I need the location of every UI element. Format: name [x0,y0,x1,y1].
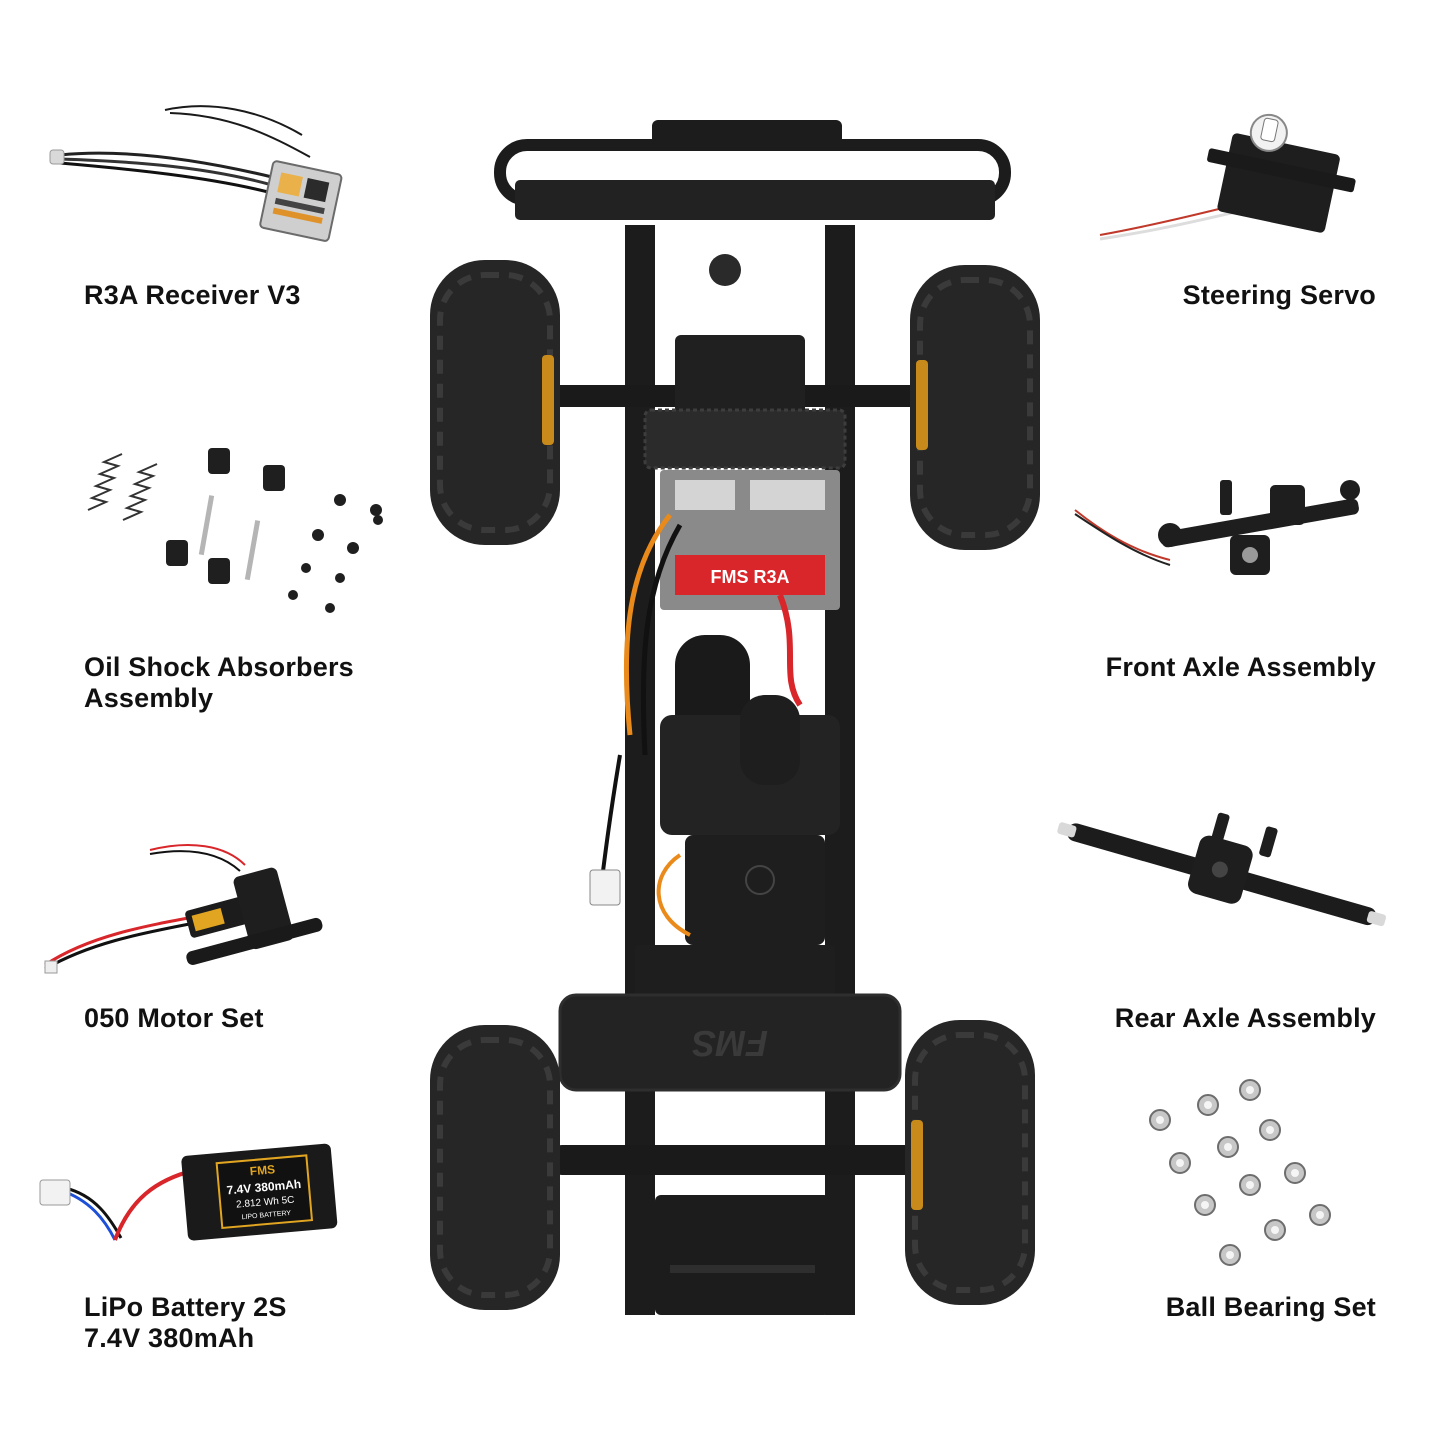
battery-brand: FMS [249,1162,275,1178]
steering-servo-image [1099,113,1356,241]
front-left-tire [430,260,560,545]
shock-absorbers-image [87,448,383,613]
rear-axle-label: Rear Axle Assembly [1114,1003,1376,1033]
battery-spec: 7.4V 380mAh [226,1177,302,1197]
esc-print: FMS R3A [710,567,789,587]
rear-left-tire [430,1025,560,1310]
chassis-image: FMS R3A FMS [430,120,1040,1315]
battery-type: LIPO BATTERY [241,1210,291,1221]
motor-set-label: 050 Motor Set [84,1003,264,1033]
motor-set-image [44,844,323,974]
rear-right-tire [905,1020,1035,1305]
front-axle-label: Front Axle Assembly [1105,652,1376,682]
front-axle-image [1074,480,1360,575]
steering-servo-label: Steering Servo [1182,280,1376,310]
battery-energy: 2.812 Wh 5C [236,1195,295,1211]
receiver-image [49,105,343,242]
rear-axle-image [1057,812,1387,927]
bearing-set-label: Ball Bearing Set [1165,1292,1376,1322]
bearing-set-image [1149,1079,1331,1266]
front-right-tire [910,265,1040,550]
battery-lid-print: FMS [692,1023,768,1064]
receiver-label: R3A Receiver V3 [84,280,301,310]
battery-image: FMS 7.4V 380mAh 2.812 Wh 5C LIPO BATTERY [39,1143,338,1241]
